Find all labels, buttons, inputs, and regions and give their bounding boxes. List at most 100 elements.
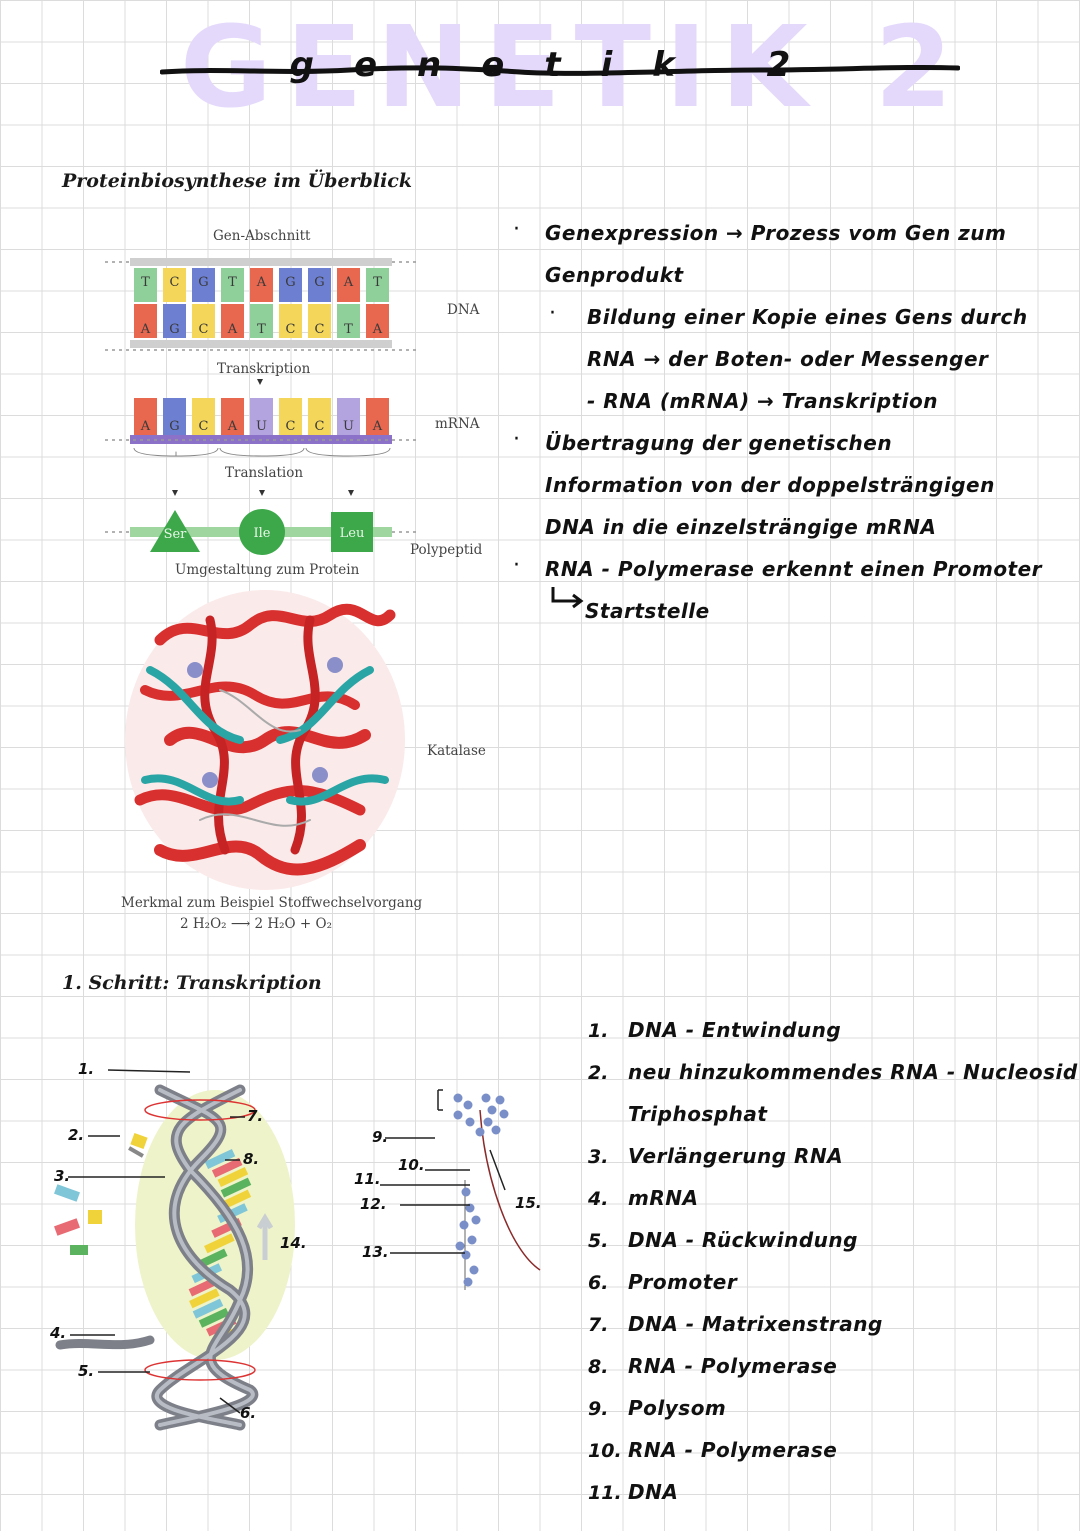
mrna-base-letter: A bbox=[140, 419, 151, 434]
ribosome-dot bbox=[476, 1128, 485, 1137]
legend-item: 8.RNA - Polymerase bbox=[588, 1354, 837, 1378]
ribosome-dot bbox=[496, 1096, 505, 1105]
diag-num-14: 14. bbox=[280, 1234, 307, 1252]
section-heading-transcription: 1. Schritt: Transkription bbox=[62, 972, 322, 994]
legend-text: DNA - Entwindung bbox=[628, 1018, 841, 1042]
diag-num-1: 1. bbox=[78, 1060, 94, 1078]
ribosome-dot bbox=[454, 1111, 463, 1120]
ribosome-dot bbox=[460, 1221, 469, 1230]
note-4-line-2: Startstelle bbox=[585, 599, 710, 623]
dna-bottom-base-letter: A bbox=[140, 322, 151, 337]
legend-item: 11.DNA bbox=[588, 1480, 678, 1504]
legend-text: DNA bbox=[628, 1480, 678, 1504]
diag-num-15: 15. bbox=[515, 1194, 542, 1212]
dna-bottom-base-letter: T bbox=[344, 322, 353, 337]
ribosome-dot bbox=[462, 1188, 471, 1197]
legend-text: Verlängerung RNA bbox=[628, 1144, 843, 1168]
ribosome-dot bbox=[492, 1126, 501, 1135]
bullet-2: · bbox=[549, 301, 556, 326]
diag-num-12: 12. bbox=[360, 1195, 387, 1213]
note-1-line-1: Genexpression → Prozess vom Gen zum bbox=[545, 221, 1006, 245]
legend-item: Triphosphat bbox=[588, 1102, 767, 1126]
dna-top-base-letter: G bbox=[285, 275, 295, 290]
legend-item: 5.DNA - Rückwindung bbox=[588, 1228, 858, 1252]
diag-num-11: 11. bbox=[354, 1170, 381, 1188]
dna-top-base-letter: A bbox=[256, 275, 267, 290]
dna-top-base-letter: T bbox=[373, 275, 382, 290]
ribosome-dot bbox=[468, 1236, 477, 1245]
transcription-diagram: 1. 2. 3. 4. 5. 6. 7. 8. 14. 9. 10. 11. 1… bbox=[40, 1060, 560, 1440]
diag-num-4: 4. bbox=[49, 1324, 66, 1342]
legend-number: 7. bbox=[588, 1314, 628, 1336]
legend-number: 1. bbox=[588, 1020, 628, 1042]
legend-number: 6. bbox=[588, 1272, 628, 1294]
mrna-base-letter: U bbox=[256, 419, 267, 434]
overview-notes: · Genexpression → Prozess vom Gen zum Ge… bbox=[505, 215, 1075, 635]
legend-item: 9.Polysom bbox=[588, 1396, 726, 1420]
legend-item: 7.DNA - Matrixenstrang bbox=[588, 1312, 883, 1336]
note-2-line-3: - RNA (mRNA) → Transkription bbox=[587, 389, 938, 413]
dna-bottom-base-letter: A bbox=[227, 322, 238, 337]
diag-num-9: 9. bbox=[372, 1128, 388, 1146]
dna-bottom-base-letter: A bbox=[372, 322, 383, 337]
legend-number: 3. bbox=[588, 1146, 628, 1168]
legend-text: mRNA bbox=[628, 1186, 698, 1210]
legend-number: 10. bbox=[588, 1440, 628, 1462]
mrna-base-letter: C bbox=[315, 419, 325, 434]
diag-num-6: 6. bbox=[240, 1404, 256, 1422]
legend-number: 5. bbox=[588, 1230, 628, 1252]
dna-top-base-letter: T bbox=[228, 275, 237, 290]
legend-item: 4.mRNA bbox=[588, 1186, 698, 1210]
legend-text: Polysom bbox=[628, 1396, 726, 1420]
legend-text: Triphosphat bbox=[628, 1102, 767, 1126]
diag-num-5: 5. bbox=[78, 1362, 94, 1380]
polysome-drawing bbox=[438, 1090, 540, 1290]
title-script-line: genetik 2 bbox=[160, 40, 960, 100]
ribosome-dot bbox=[466, 1118, 475, 1127]
legend-item: 3.Verlängerung RNA bbox=[588, 1144, 843, 1168]
section-heading-overview: Proteinbiosynthese im Überblick bbox=[62, 170, 412, 192]
ribosome-dot bbox=[464, 1278, 473, 1287]
dna-bottom-base-letter: C bbox=[286, 322, 296, 337]
diag-num-10: 10. bbox=[398, 1156, 425, 1174]
aa-leu: Leu bbox=[340, 526, 365, 541]
ribosome-dot bbox=[484, 1118, 493, 1127]
dna-top-base-letter: A bbox=[343, 275, 354, 290]
note-3-line-1: Übertragung der genetischen bbox=[545, 431, 892, 455]
diag-num-8: 8. bbox=[243, 1150, 259, 1168]
legend-item: 2.neu hinzukommendes RNA - Nucleosid bbox=[588, 1060, 1078, 1084]
ribosome-dot bbox=[464, 1101, 473, 1110]
legend-text: DNA - Rückwindung bbox=[628, 1228, 858, 1252]
legend-number: 9. bbox=[588, 1398, 628, 1420]
ribosome-dot bbox=[472, 1216, 481, 1225]
dna-top-base-letter: C bbox=[170, 275, 180, 290]
note-3-line-3: DNA in die einzelsträngige mRNA bbox=[545, 515, 936, 539]
legend-text: RNA - Polymerase bbox=[628, 1354, 837, 1378]
diag-num-13: 13. bbox=[362, 1243, 389, 1261]
legend-text: Promoter bbox=[628, 1270, 737, 1294]
ribosome-dot bbox=[462, 1251, 471, 1260]
mrna-base-letter: A bbox=[372, 419, 383, 434]
note-1-line-2: Genprodukt bbox=[545, 263, 684, 287]
legend-text: DNA - Matrixenstrang bbox=[628, 1312, 883, 1336]
legend-item: 10.RNA - Polymerase bbox=[588, 1438, 837, 1462]
dna-bottom-base-letter: T bbox=[257, 322, 266, 337]
bullet-3: · bbox=[513, 427, 520, 452]
ribosome-dot bbox=[482, 1094, 491, 1103]
note-4-line-1: RNA - Polymerase erkennt einen Promoter bbox=[545, 557, 1042, 581]
legend-text: neu hinzukommendes RNA - Nucleosid bbox=[628, 1060, 1078, 1084]
legend-text: RNA - Polymerase bbox=[628, 1438, 837, 1462]
legend-number: 8. bbox=[588, 1356, 628, 1378]
diag-num-7: 7. bbox=[247, 1107, 263, 1125]
legend-number: 2. bbox=[588, 1062, 628, 1084]
mrna-base-letter: C bbox=[286, 419, 296, 434]
ribosome-dot bbox=[500, 1110, 509, 1119]
mrna-base-letter: U bbox=[343, 419, 354, 434]
legend-item: 1.DNA - Entwindung bbox=[588, 1018, 841, 1042]
arrow-down-right-icon bbox=[549, 585, 585, 615]
aa-ile: Ile bbox=[254, 526, 271, 541]
legend-item: 6.Promoter bbox=[588, 1270, 737, 1294]
bullet-1: · bbox=[513, 217, 520, 242]
